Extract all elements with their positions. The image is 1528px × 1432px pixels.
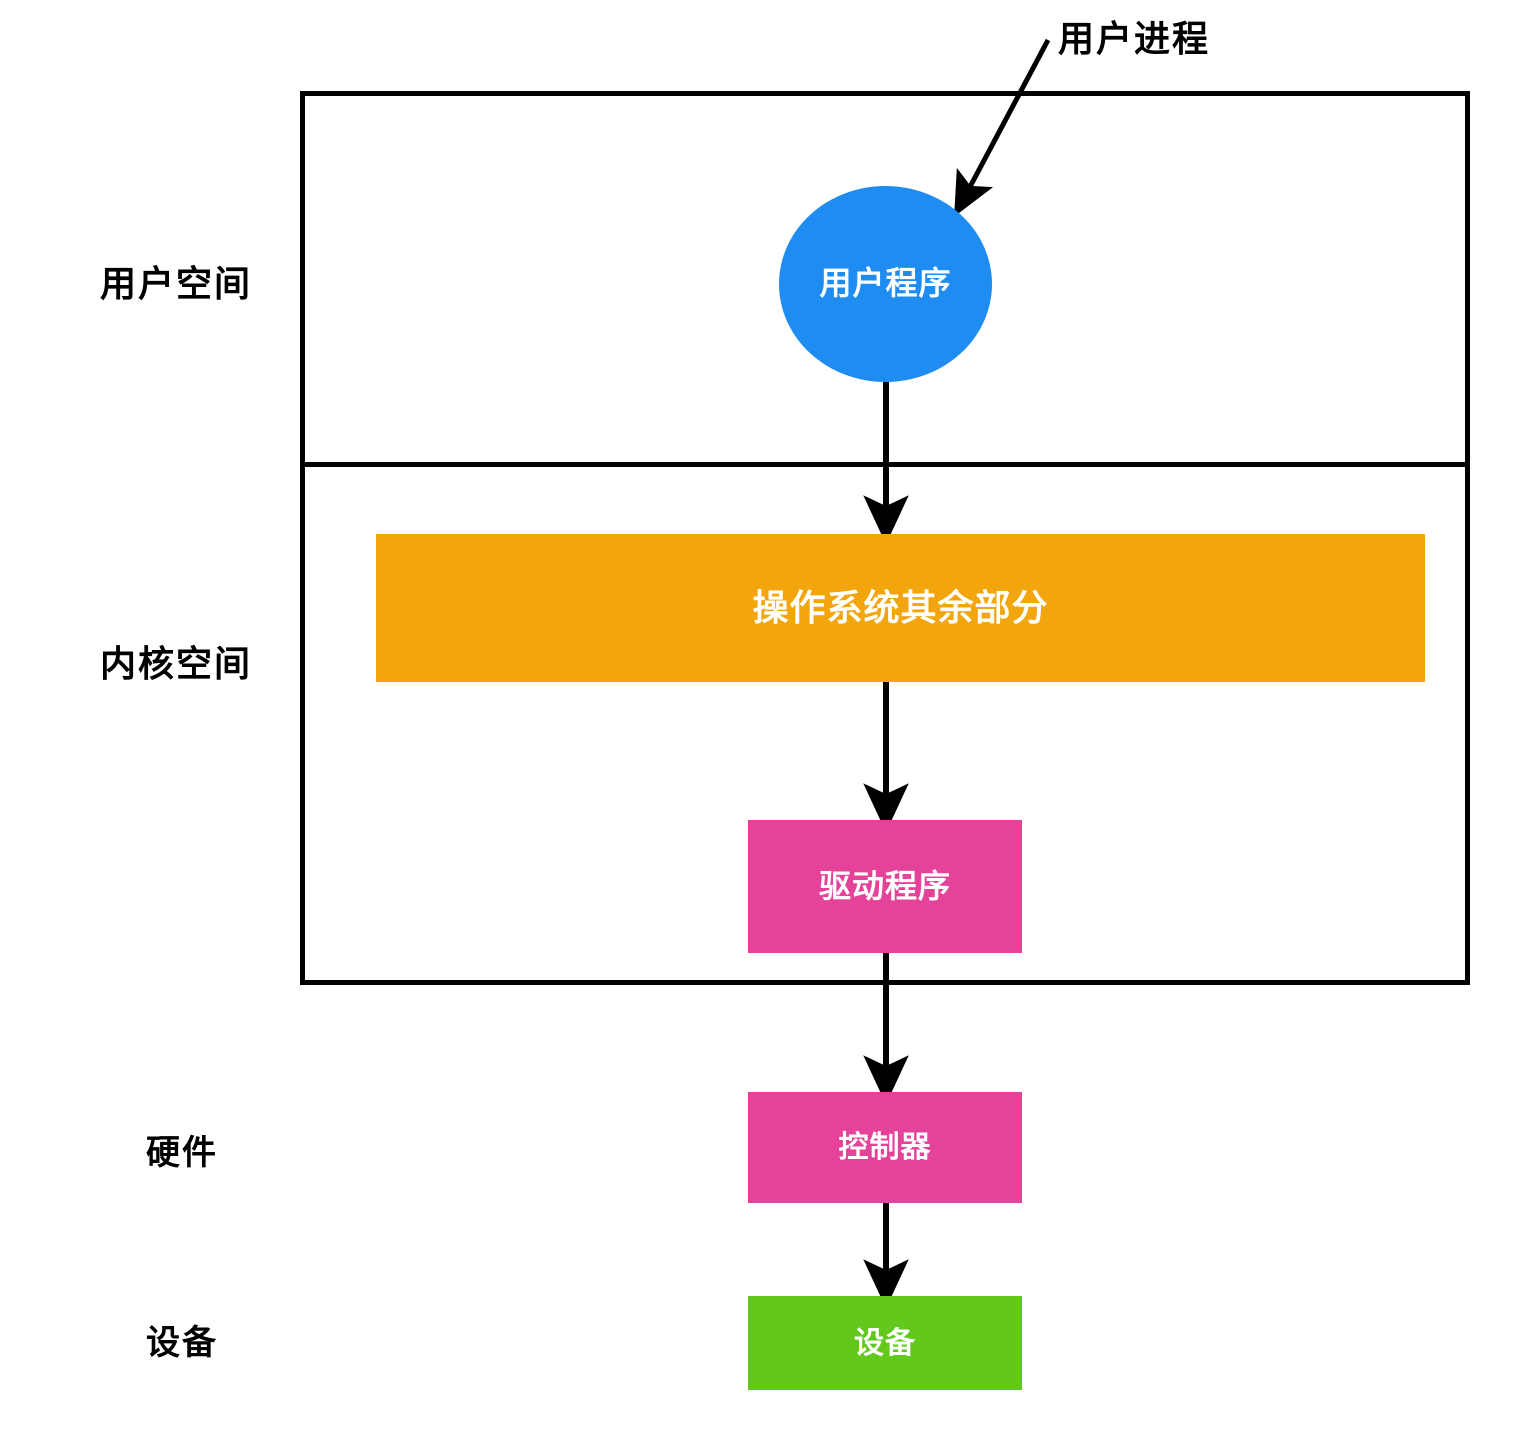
node-driver-label: 驱动程序 [818,867,951,904]
side-label-device: 设备 [146,1324,218,1362]
node-device[interactable]: 设备 [748,1296,1022,1390]
node-os-rest[interactable]: 操作系统其余部分 [376,534,1425,682]
user-kernel-space-divider [300,462,1470,467]
os-boundary-frame [300,91,1470,985]
annotation-user-process: 用户进程 [1058,18,1211,59]
node-os-rest-label: 操作系统其余部分 [752,587,1049,629]
node-user-program[interactable]: 用户程序 [779,186,992,382]
connector-user-process-pointer [954,38,1051,217]
side-label-user-space: 用户空间 [100,263,253,304]
node-user-program-label: 用户程序 [819,265,952,302]
side-label-kernel-space: 内核空间 [100,643,253,684]
node-driver[interactable]: 驱动程序 [748,820,1022,953]
node-controller-label: 控制器 [838,1131,932,1164]
node-device-label: 设备 [854,1326,916,1360]
side-label-hardware: 硬件 [146,1134,218,1172]
node-controller[interactable]: 控制器 [748,1092,1022,1203]
